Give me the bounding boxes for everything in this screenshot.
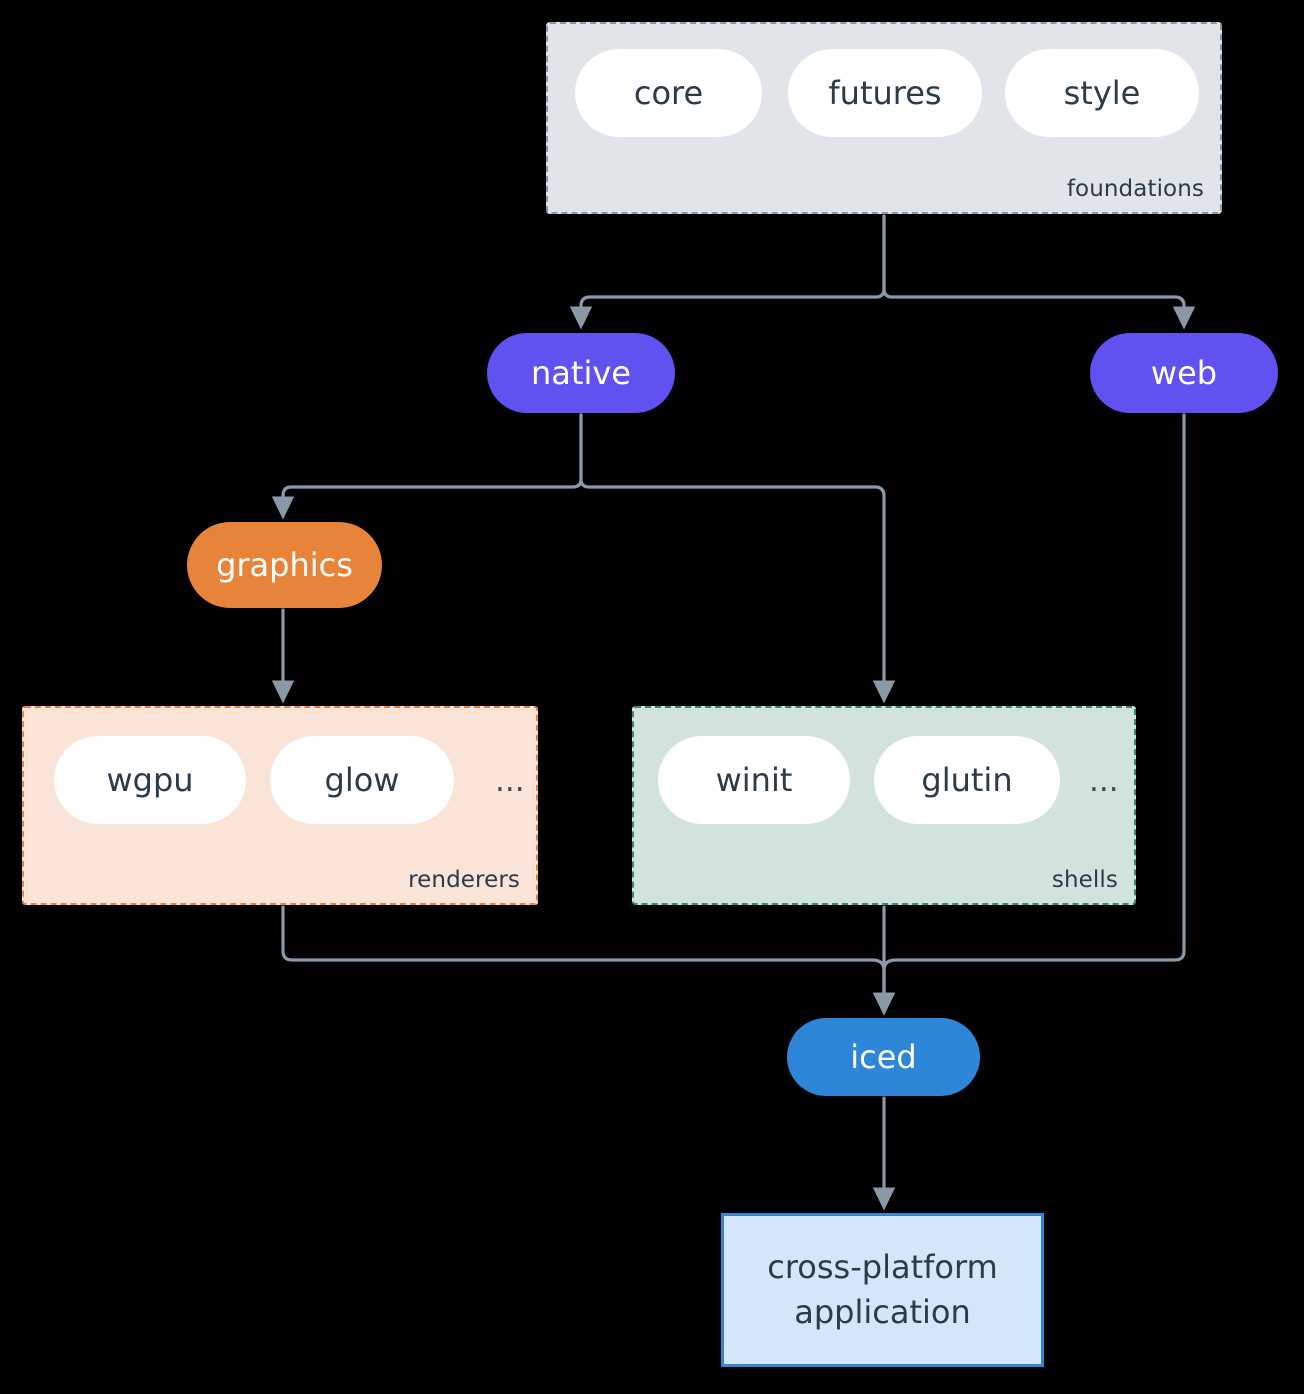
edge-native-graphics <box>271 413 583 520</box>
edge-native-shells <box>579 413 896 704</box>
pill-glow[interactable]: glow <box>270 736 454 824</box>
group-renderers: wgpu glow ... renderers <box>22 706 538 905</box>
node-graphics[interactable]: graphics <box>187 522 382 608</box>
group-foundations: core futures style foundations <box>546 22 1222 214</box>
pill-winit[interactable]: winit <box>658 736 850 824</box>
renderers-ellipsis: ... <box>495 763 525 799</box>
app-label-line1: cross-platform <box>767 1247 998 1286</box>
shells-ellipsis: ... <box>1089 763 1119 799</box>
app-label-line2: application <box>794 1293 971 1331</box>
box-cross-platform-application[interactable]: cross-platform application <box>721 1213 1044 1367</box>
node-native[interactable]: native <box>487 333 675 413</box>
pill-core[interactable]: core <box>575 49 762 137</box>
node-web[interactable]: web <box>1090 333 1278 413</box>
edge-foundations-native <box>569 214 886 330</box>
pill-wgpu[interactable]: wgpu <box>54 736 246 824</box>
group-label-shells: shells <box>1051 867 1118 893</box>
pill-futures[interactable]: futures <box>788 49 982 137</box>
edge-renderers-iced <box>281 905 896 1016</box>
pill-style[interactable]: style <box>1005 49 1199 137</box>
group-label-renderers: renderers <box>408 867 520 893</box>
edge-foundations-web <box>882 214 1196 330</box>
pill-glutin[interactable]: glutin <box>874 736 1060 824</box>
group-label-foundations: foundations <box>1066 176 1204 202</box>
group-shells: winit glutin ... shells <box>632 706 1136 905</box>
node-iced[interactable]: iced <box>787 1018 980 1096</box>
